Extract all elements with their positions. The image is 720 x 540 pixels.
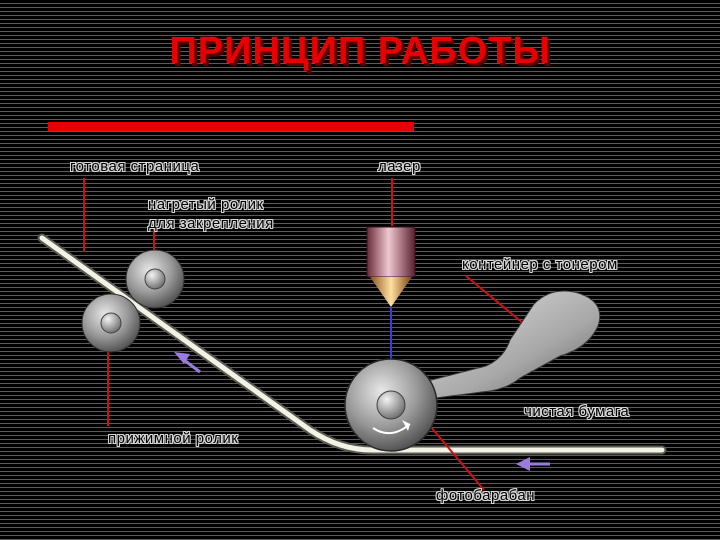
paper-direction-arrow-icon xyxy=(174,352,201,374)
label-toner-container: контейнер с тонером xyxy=(462,256,618,273)
photo-drum xyxy=(344,358,438,452)
laser-unit xyxy=(366,226,416,370)
label-heated-roller: нагретый ролик xyxy=(148,196,264,213)
feed-direction-arrow-icon xyxy=(516,457,550,471)
leader-lines xyxy=(83,178,525,491)
label-clean-paper: чистая бумага xyxy=(524,403,630,420)
slide-title: ПРИНЦИП РАБОТЫ xyxy=(169,30,551,72)
label-laser: лазер xyxy=(378,158,421,175)
paper-sheet xyxy=(37,233,667,455)
title-underline xyxy=(48,122,414,131)
label-pressure-roller: прижимной ролик xyxy=(108,430,239,447)
label-heated-roller-sub: для закрепления xyxy=(148,215,274,232)
pressure-roller xyxy=(81,293,141,353)
toner-container xyxy=(415,290,601,401)
heated-roller xyxy=(125,249,185,309)
label-ready-page: готовая страница xyxy=(70,158,200,175)
label-photo-drum: фотобарабан xyxy=(436,487,536,504)
